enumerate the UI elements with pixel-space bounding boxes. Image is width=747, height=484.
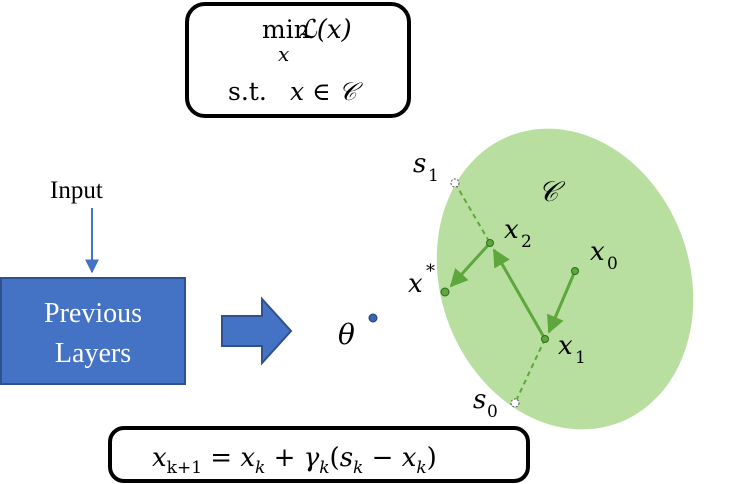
objective-min-sub: x [278, 42, 289, 66]
arrow-x2-xstar [449, 241, 492, 288]
svg-text:0: 0 [607, 254, 618, 274]
label-x0: x 0 [590, 237, 618, 274]
dashed-line-s1 [454, 182, 491, 244]
objective-st: s.t. [228, 77, 267, 106]
point-xstar [440, 287, 450, 297]
previous-layers-line2: Layers [55, 338, 131, 369]
svg-text:1: 1 [428, 166, 439, 186]
previous-layers-line1: Previous [44, 298, 142, 329]
svg-text:x: x [408, 269, 423, 299]
label-x1: x 1 [558, 331, 586, 368]
point-s0 [510, 398, 520, 408]
svg-text:0: 0 [487, 402, 498, 422]
objective-box: min x ℒ(x) s.t. x ∈ 𝒞 [185, 2, 411, 118]
arrow-x0-x1 [547, 270, 577, 334]
update-rule-text: xk+1 = xk + γk(sk − xk) [152, 443, 437, 478]
objective-min: min [262, 15, 310, 44]
previous-layers-box: Previous Layers [0, 277, 186, 385]
label-s0: s 0 [473, 385, 498, 422]
theta-point [368, 313, 378, 323]
point-x0 [571, 267, 579, 275]
theta-label: θ [338, 318, 355, 351]
arrow-x1-x2 [492, 248, 547, 340]
svg-text:s: s [473, 385, 486, 415]
dashed-line-s0 [514, 338, 546, 404]
objective-loss: ℒ(x) [298, 15, 352, 45]
svg-text:2: 2 [521, 232, 532, 252]
input-label: Input [50, 177, 103, 204]
point-x2 [486, 239, 494, 247]
svg-text:x: x [504, 215, 519, 245]
block-arrow-icon [221, 296, 293, 366]
label-s1: s 1 [413, 149, 439, 186]
update-rule-box: xk+1 = xk + γk(sk − xk) [108, 426, 530, 483]
label-x2: x 2 [504, 215, 532, 252]
feasible-set-region [436, 128, 694, 430]
objective-constraint: x ∈ 𝒞 [290, 77, 363, 106]
svg-text:*: * [426, 261, 435, 282]
svg-text:x: x [558, 331, 573, 361]
svg-text:x: x [590, 237, 605, 267]
point-s1 [450, 178, 460, 188]
label-xstar: x * [408, 261, 435, 299]
svg-text:1: 1 [575, 348, 586, 368]
svg-text:s: s [413, 149, 426, 179]
point-x1 [541, 335, 549, 343]
